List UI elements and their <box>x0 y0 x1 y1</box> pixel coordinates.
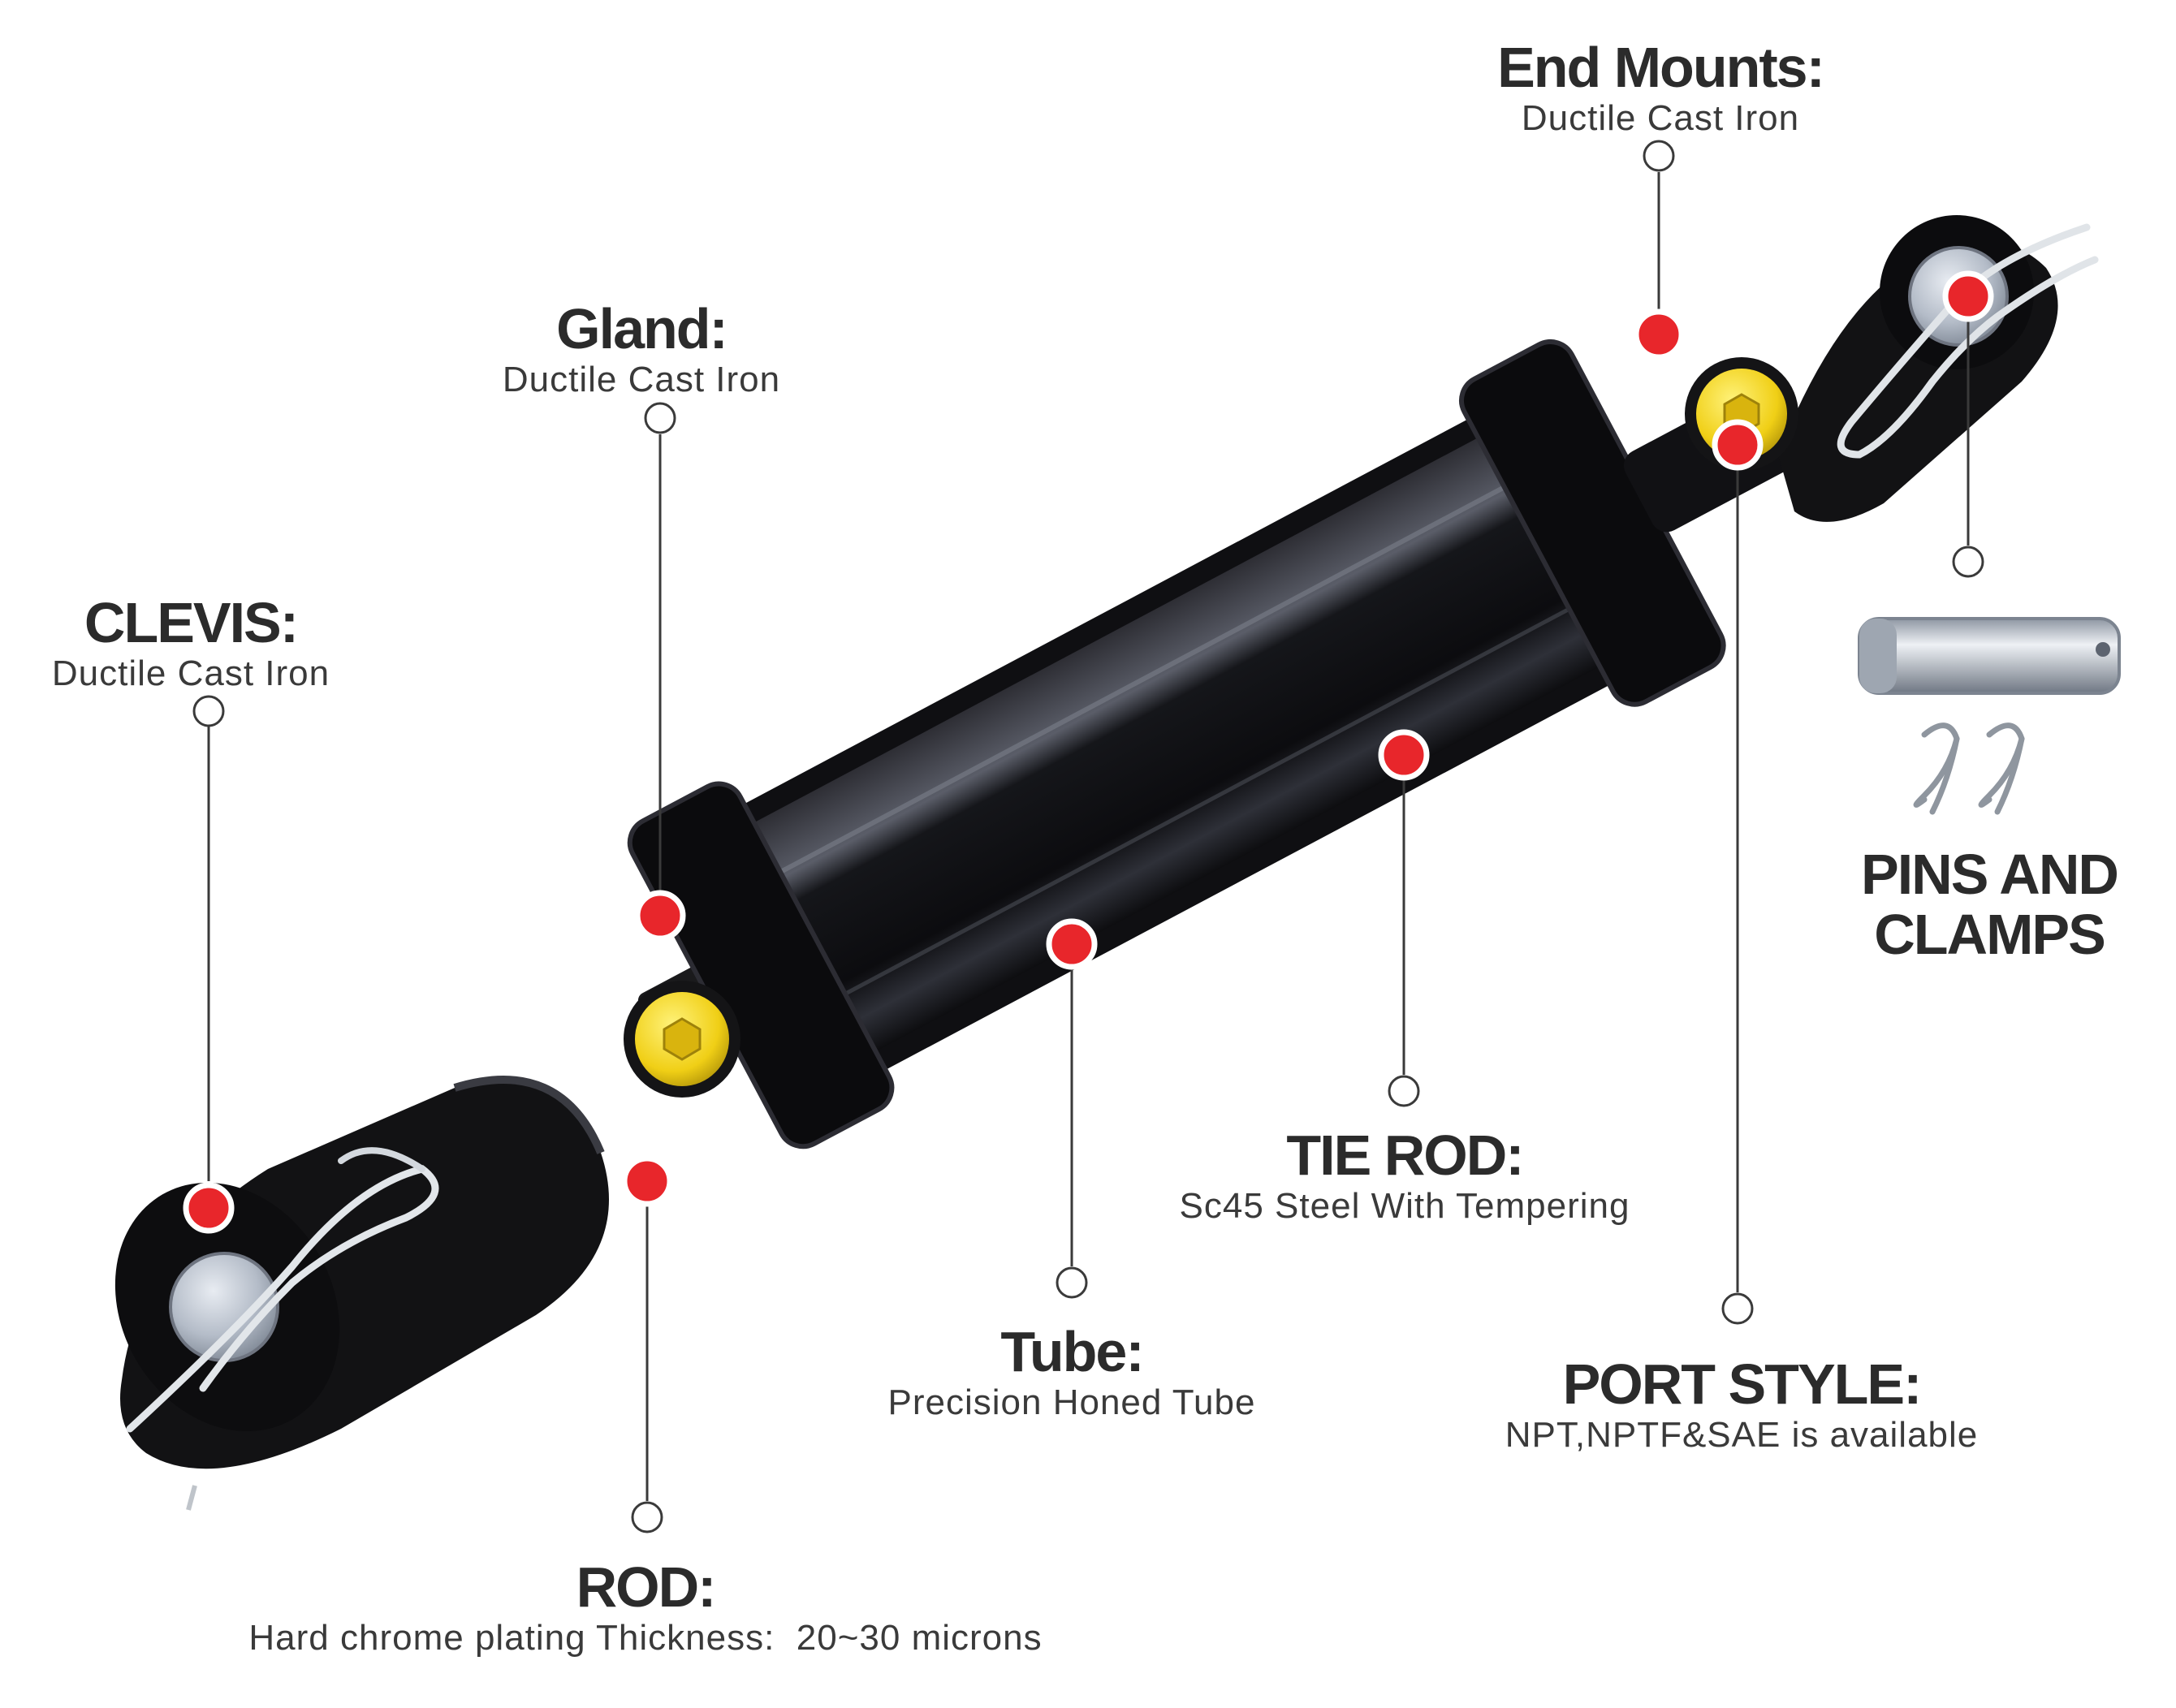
leader-lines <box>207 172 1970 1501</box>
clevis-hair-pin-clip <box>126 1165 439 1433</box>
port-plug-front <box>624 981 740 1098</box>
gland-title: Gland: <box>556 297 728 360</box>
marker-end-mounts <box>1633 308 1685 360</box>
main-tube <box>713 425 1626 1071</box>
tube-title: Tube: <box>1000 1320 1144 1383</box>
clevis-pin-head <box>169 1252 279 1362</box>
rod-subtitle: Hard chrome plating Thickness: 20~30 mic… <box>248 1618 1043 1658</box>
callout-end-mounts: End Mounts: Ductile Cast Iron <box>1445 37 1876 140</box>
red-markers <box>183 270 1994 1234</box>
clevis-subtitle: Ductile Cast Iron <box>51 653 330 693</box>
leader-end-circles <box>192 140 1984 1533</box>
marker-pins <box>1942 270 1994 322</box>
marker-port-style <box>1712 419 1764 471</box>
tie-rod-lower <box>807 643 1656 1105</box>
clevis-title: CLEVIS: <box>84 591 299 654</box>
rod-title: ROD: <box>576 1555 717 1619</box>
marker-tube <box>1046 918 1098 970</box>
callout-gland: Gland: Ductile Cast Iron <box>438 299 844 401</box>
tube-subtitle: Precision Honed Tube <box>887 1382 1256 1422</box>
hair-pin-clips <box>1913 722 2025 815</box>
callout-clevis: CLEVIS: Ductile Cast Iron <box>0 593 382 695</box>
tie-rod-upper <box>676 395 1526 858</box>
callout-pins-and-clamps: PINS AND CLAMPS <box>1819 844 2160 964</box>
port-style-title: PORT STYLE: <box>1562 1352 1923 1416</box>
end-mounts-subtitle: Ductile Cast Iron <box>1521 98 1800 138</box>
callout-port-style: PORT STYLE: NPT,NPTF&SAE is available <box>1429 1354 2054 1456</box>
end-mount-block <box>1461 342 1724 705</box>
marker-tie-rod <box>1378 729 1430 781</box>
rear-clevis <box>1778 215 2099 522</box>
pins-line2: CLAMPS <box>1874 903 2106 966</box>
callout-rod: ROD: Hard chrome plating Thickness: 20~3… <box>122 1557 1169 1659</box>
loose-pin <box>1858 617 2121 695</box>
gland-subtitle: Ductile Cast Iron <box>502 360 781 399</box>
marker-gland <box>634 890 686 942</box>
callout-tie-rod: TIE ROD: Sc45 Steel With Tempering <box>1088 1125 1721 1227</box>
gland-block <box>629 783 892 1147</box>
marker-rod <box>621 1155 673 1207</box>
tie-rod-subtitle: Sc45 Steel With Tempering <box>1179 1186 1630 1226</box>
callout-tube: Tube: Precision Honed Tube <box>812 1322 1332 1424</box>
port-style-subtitle: NPT,NPTF&SAE is available <box>1505 1415 1979 1455</box>
pins-line1: PINS AND <box>1861 843 2119 906</box>
marker-clevis <box>183 1182 235 1234</box>
end-mounts-title: End Mounts: <box>1497 36 1825 99</box>
front-clevis <box>114 1076 609 1511</box>
tie-rod-title: TIE ROD: <box>1286 1124 1524 1187</box>
